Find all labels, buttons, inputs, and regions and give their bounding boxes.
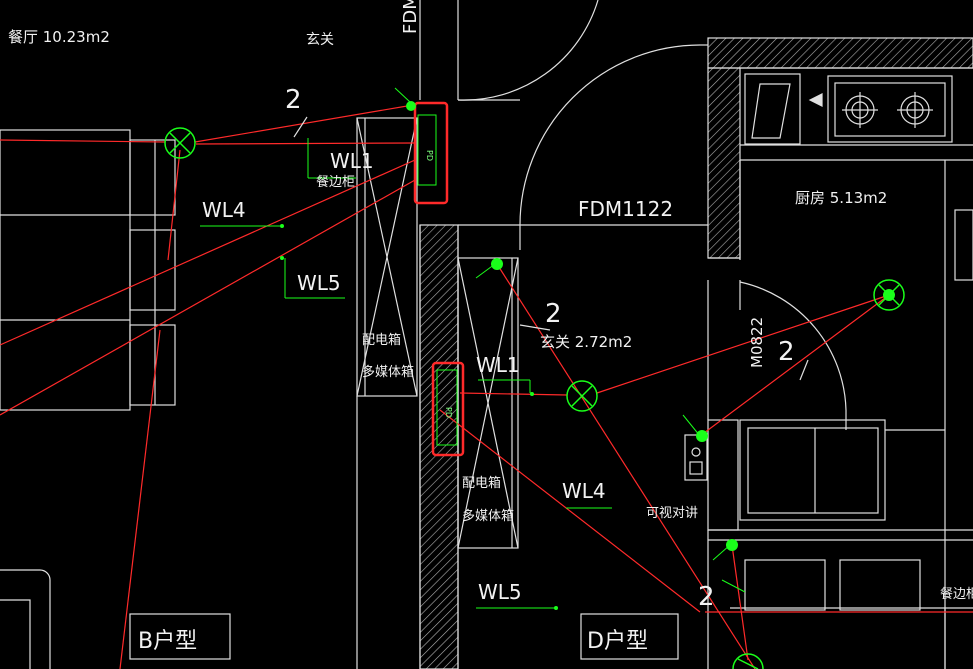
dining-room-label: 餐厅 10.23m2 xyxy=(8,28,110,46)
fdm-top-label: FDMI xyxy=(400,0,421,34)
kitchen-label: 厨房 5.13m2 xyxy=(795,189,887,207)
dist-box-label-left: 配电箱 xyxy=(362,332,401,348)
junction-dot-3 xyxy=(530,392,534,396)
sideboard-label-right: 餐边柜 xyxy=(940,586,973,602)
house-type-d-label: D户型 xyxy=(587,629,648,654)
wire-count-entry: 2 xyxy=(545,299,562,329)
circuit-wl1-upper: WL1 xyxy=(330,149,374,173)
fdm1122-label: FDM1122 xyxy=(578,197,673,221)
media-box-label-right: 多媒体箱 xyxy=(462,508,514,524)
ceiling-light-entry[interactable] xyxy=(566,380,598,412)
pd-highlight-upper xyxy=(413,101,449,205)
entry-top-label: 玄关 xyxy=(306,31,334,48)
pd-highlight-lower xyxy=(431,361,465,457)
entry-area-label: 玄关 2.72m2 xyxy=(540,333,632,351)
media-box-label-left: 多媒体箱 xyxy=(362,364,414,380)
house-type-b-label: B户型 xyxy=(138,629,197,654)
switch-dot-upper[interactable] xyxy=(406,101,416,111)
ceiling-light-left[interactable] xyxy=(164,127,196,159)
wire-count-bottom: 2 xyxy=(698,582,715,612)
circuit-wl5-lower: WL5 xyxy=(478,580,522,604)
switch-dot-entry[interactable] xyxy=(491,258,503,270)
pd-label-lower: PD xyxy=(444,407,453,418)
intercom-label: 可视对讲 xyxy=(646,506,698,521)
dist-box-label-right: 配电箱 xyxy=(462,475,501,491)
ceiling-light-kitchen[interactable] xyxy=(873,279,905,311)
switch-dot-bottom[interactable] xyxy=(726,539,738,551)
junction-dot-4 xyxy=(554,606,558,610)
junction-dot-2 xyxy=(280,256,284,260)
ceiling-light-bottom[interactable] xyxy=(732,653,764,669)
circuit-wl5-upper: WL5 xyxy=(297,271,341,295)
circuit-wl4-lower: WL4 xyxy=(562,479,606,503)
m0822-label: M0822 xyxy=(748,317,766,368)
wiring xyxy=(0,104,973,669)
switch-dot-kitchen[interactable] xyxy=(696,430,708,442)
wire-count-kitchen: 2 xyxy=(778,337,795,367)
junction-dot-1 xyxy=(280,224,284,228)
pd-panel-upper[interactable] xyxy=(417,114,437,186)
circuit-wl1-lower: WL1 xyxy=(476,353,520,377)
circuit-wl4-upper: WL4 xyxy=(202,198,246,222)
wire-count-top-left: 2 xyxy=(285,85,302,115)
pd-label-upper: PD xyxy=(425,150,434,161)
leader-lines xyxy=(200,87,746,609)
pd-panel-lower[interactable] xyxy=(436,369,458,446)
wire-ticks xyxy=(293,116,809,381)
sideboard-label-left: 餐边柜 xyxy=(316,174,355,190)
